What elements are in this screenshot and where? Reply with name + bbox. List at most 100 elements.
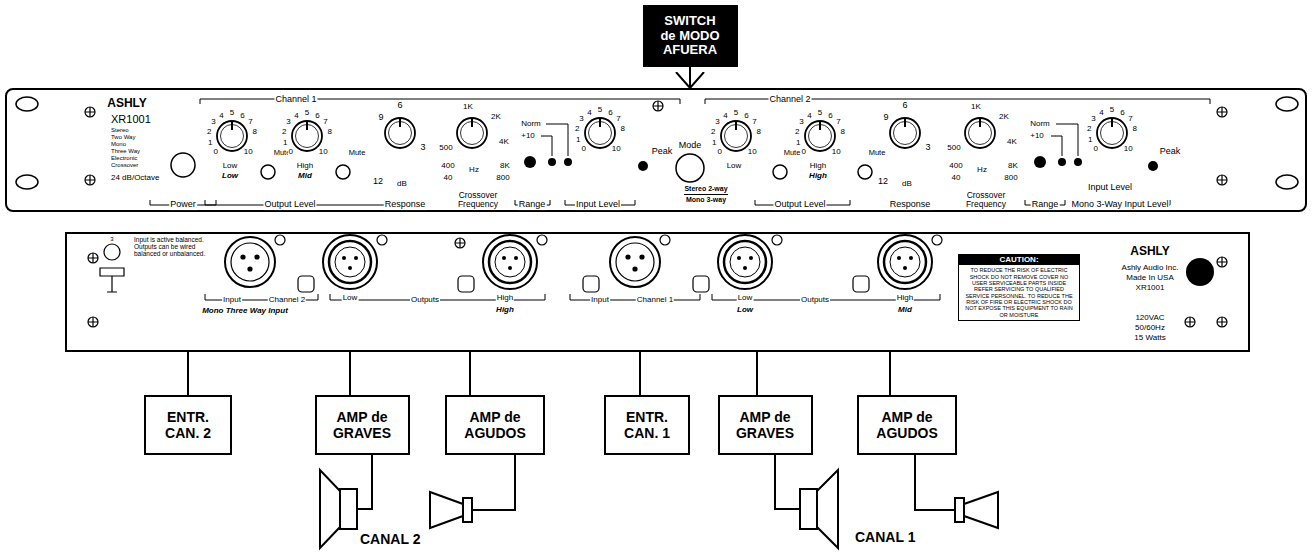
panel-label: 10 xyxy=(611,145,622,154)
panel-label: Channel 1 xyxy=(636,296,674,305)
panel-label: 2 xyxy=(574,125,580,134)
box-label: AMP de GRAVES xyxy=(322,409,402,441)
panel-label: Hz xyxy=(468,166,480,175)
panel-label: Norm xyxy=(520,120,542,129)
panel-label: Channel 2 xyxy=(268,296,306,305)
panel-label: 10 xyxy=(243,148,254,157)
panel-label: 3 xyxy=(285,118,291,127)
panel-label: 6 xyxy=(743,111,749,120)
panel-label: 40 xyxy=(443,174,454,183)
screw xyxy=(653,101,663,111)
amplifier-box: AMP de GRAVES xyxy=(315,395,410,455)
pin-diagram xyxy=(104,244,120,260)
panel-label: 7 xyxy=(322,118,328,127)
xlr-output-jack xyxy=(718,235,772,289)
panel-label: Channel 2 xyxy=(768,95,811,105)
range-led xyxy=(1034,156,1046,168)
box-label: ENTR. CAN. 2 xyxy=(152,409,224,441)
panel-label: 0 xyxy=(1093,145,1099,154)
screw xyxy=(1185,317,1195,327)
panel-label: Peak xyxy=(1159,147,1182,157)
panel-label: 2K xyxy=(998,113,1010,122)
panel-label: 2 xyxy=(1086,125,1092,134)
screw xyxy=(85,107,95,117)
power-cord xyxy=(1186,258,1214,286)
connector xyxy=(889,352,891,395)
tweeter-magnet xyxy=(955,498,964,522)
knob xyxy=(965,118,995,148)
screw xyxy=(455,238,465,248)
panel-label: Mute xyxy=(868,149,887,157)
panel-label: 2 xyxy=(794,128,800,137)
panel-label: 8K xyxy=(499,162,511,171)
peak-led xyxy=(1148,161,1158,171)
panel-label: Low xyxy=(737,294,754,303)
knob xyxy=(292,121,322,151)
caution-label: CAUTION:TO REDUCE THE RISK OF ELECTRIC S… xyxy=(958,254,1080,321)
channel-label: CANAL 1 xyxy=(855,530,915,545)
xlr-input-jack xyxy=(225,237,275,287)
panel-label: Crossover Frequency xyxy=(452,191,504,210)
panel-label: 2 xyxy=(281,128,287,137)
connector xyxy=(689,67,691,88)
panel-label: Low xyxy=(342,294,359,303)
panel-label: Outputs xyxy=(410,296,440,305)
panel-label: Peak xyxy=(651,147,674,157)
panel-label: 7 xyxy=(247,118,253,127)
panel-label: 3 xyxy=(924,143,931,153)
knob xyxy=(890,118,920,148)
panel-label: 3 xyxy=(419,143,426,153)
panel-label: 8 xyxy=(619,125,625,134)
panel-label: 7 xyxy=(615,115,621,124)
speaker-wire xyxy=(472,455,515,510)
panel-label: Input is active balanced. Outputs can be… xyxy=(133,236,217,257)
panel-label: Power xyxy=(169,200,197,210)
panel-label: High xyxy=(896,294,914,303)
panel-label: 1 xyxy=(575,136,581,145)
jack-release xyxy=(298,276,314,292)
panel-label: 6 xyxy=(239,111,245,120)
box-label: AMP de AGUDOS xyxy=(453,409,537,441)
panel-label: 8 xyxy=(755,128,761,137)
range-led xyxy=(524,156,536,168)
panel-label: High xyxy=(495,306,515,315)
panel-label: 10 xyxy=(831,148,842,157)
box-label: AMP de GRAVES xyxy=(725,409,805,441)
jack-latch xyxy=(537,235,547,245)
panel-label: 8K xyxy=(1007,162,1019,171)
panel-label: Outputs xyxy=(800,296,830,305)
panel-label: +10 xyxy=(1029,132,1045,141)
panel-label: 4K xyxy=(498,138,510,147)
screw xyxy=(88,317,98,327)
panel-label: Mono 3-way xyxy=(685,196,727,204)
panel-label: High xyxy=(496,294,514,303)
panel-label: 0 xyxy=(717,148,723,157)
panel-label: dB xyxy=(901,180,913,189)
panel-label: Low xyxy=(222,162,239,171)
woofer-magnet xyxy=(800,489,817,529)
jack-release xyxy=(458,276,474,292)
panel-label: Mute xyxy=(783,149,802,157)
connector xyxy=(187,352,189,395)
panel-label: High xyxy=(296,162,314,171)
connector xyxy=(349,352,351,395)
screw xyxy=(1217,107,1227,117)
speaker-wire xyxy=(775,455,800,509)
channel-bracket xyxy=(200,99,680,104)
panel-label: 1 xyxy=(795,139,801,148)
panel-label: 15 Watts xyxy=(1133,334,1166,343)
jack-release xyxy=(583,276,599,292)
speaker-wire xyxy=(915,455,955,510)
panel-label: 4 xyxy=(722,111,728,120)
panel-label: 1K xyxy=(970,103,982,112)
panel-label: Low xyxy=(736,306,754,315)
panel-label: Mid xyxy=(897,306,913,315)
panel-label: Stereo xyxy=(110,127,130,134)
panel-label: Low xyxy=(726,162,743,171)
panel-label: 8 xyxy=(251,128,257,137)
panel-label: 5 xyxy=(229,109,235,118)
jack-latch xyxy=(772,235,782,245)
peak-led xyxy=(638,161,648,171)
range-leader xyxy=(541,124,568,156)
rack-hole xyxy=(16,175,38,189)
